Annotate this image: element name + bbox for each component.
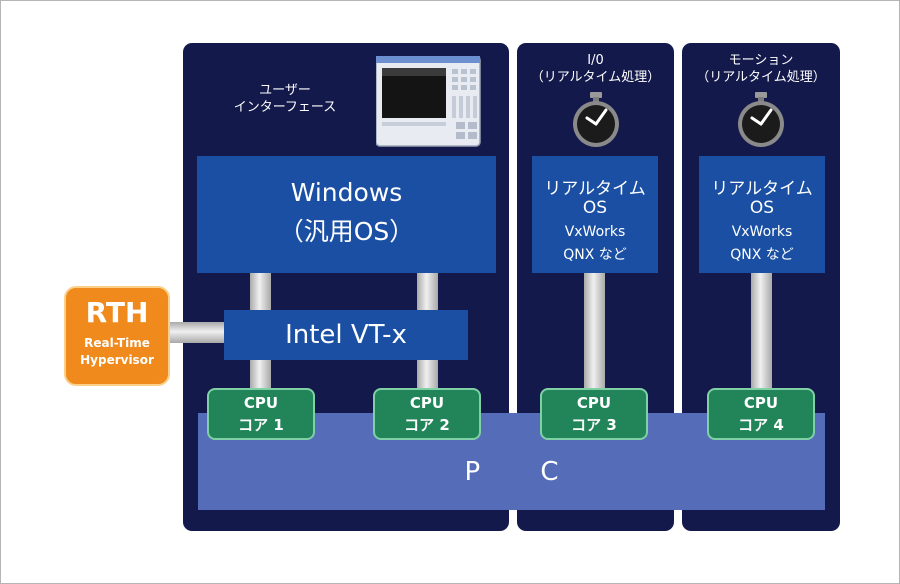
io-label-line1: I/0	[587, 53, 604, 68]
rth-subtitle-line1: Real-Time	[84, 336, 150, 350]
rth-subtitle-line2: Hypervisor	[80, 353, 154, 367]
rtos-io-line1: リアルタイム	[544, 179, 646, 199]
connector-rtos-core4	[751, 272, 772, 392]
cpu-core-1: CPU コア 1	[207, 388, 315, 440]
cpu-core-2-line2: コア 2	[404, 416, 450, 434]
intel-vtx-box: Intel VT-x	[224, 310, 468, 360]
user-interface-line2: インターフェース	[233, 100, 337, 115]
motion-label-line2: （リアルタイム処理）	[696, 70, 826, 85]
connector-rtos-core3	[584, 272, 605, 392]
cpu-core-3: CPU コア 3	[540, 388, 648, 440]
motion-label-line1: モーション	[728, 53, 794, 68]
cpu-core-2-line1: CPU	[409, 394, 445, 412]
cpu-core-4: CPU コア 4	[707, 388, 815, 440]
cpu-core-4-line1: CPU	[743, 394, 779, 412]
rtos-box-io: リアルタイム OS VxWorks QNX など	[532, 156, 658, 273]
rtos-io-line4: QNX など	[563, 247, 627, 263]
cpu-core-3-line1: CPU	[576, 394, 612, 412]
windows-subtitle: （汎用OS）	[278, 217, 415, 246]
rtos-box-motion: リアルタイム OS VxWorks QNX など	[699, 156, 825, 273]
cpu-core-3-line2: コア 3	[571, 416, 617, 434]
stopwatch-icon	[573, 92, 619, 147]
windows-title: Windows	[290, 178, 403, 207]
cpu-core-2: CPU コア 2	[373, 388, 481, 440]
cpu-core-4-line2: コア 4	[738, 416, 784, 434]
connector-rth-vtx	[168, 322, 228, 343]
rtos-io-line2: OS	[582, 198, 608, 218]
motion-label: モーション （リアルタイム処理）	[682, 52, 840, 86]
stopwatch-icon	[738, 92, 784, 147]
rtos-io-line3: VxWorks	[564, 224, 626, 240]
cpu-core-1-line2: コア 1	[238, 416, 284, 434]
cpu-core-1-line1: CPU	[243, 394, 279, 412]
rtos-motion-line1: リアルタイム	[711, 179, 813, 199]
rtos-motion-line4: QNX など	[730, 247, 794, 263]
rth-title: RTH	[85, 296, 149, 329]
rtos-motion-line3: VxWorks	[731, 224, 793, 240]
rtos-motion-line2: OS	[749, 198, 775, 218]
io-label-line2: （リアルタイム処理）	[530, 70, 661, 85]
windows-os-box: Windows （汎用OS）	[197, 156, 496, 273]
pc-label: P C	[464, 457, 585, 487]
rth-box: RTH Real-Time Hypervisor	[64, 286, 170, 386]
user-interface-line1: ユーザー	[259, 83, 311, 98]
user-interface-label: ユーザー インターフェース	[215, 82, 355, 116]
io-label: I/0 （リアルタイム処理）	[517, 52, 674, 86]
monitor-icon	[376, 56, 481, 147]
